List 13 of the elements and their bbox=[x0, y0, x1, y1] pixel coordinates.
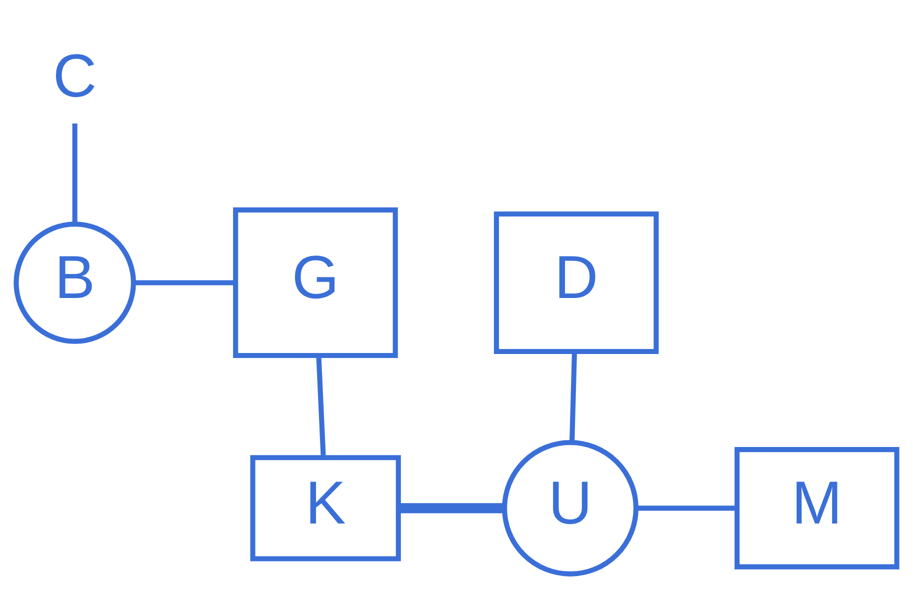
node-box: K bbox=[250, 454, 401, 561]
connector bbox=[636, 505, 737, 510]
node-circle: U bbox=[502, 439, 638, 576]
connector bbox=[569, 351, 577, 442]
node-circle: B bbox=[14, 221, 136, 344]
connector bbox=[72, 122, 78, 224]
node-box: G bbox=[233, 206, 398, 358]
node-text: C bbox=[52, 41, 97, 110]
node-box: M bbox=[734, 446, 900, 569]
node-box: D bbox=[494, 210, 659, 354]
connector bbox=[399, 502, 504, 513]
connector bbox=[316, 355, 326, 458]
connector bbox=[134, 280, 236, 285]
